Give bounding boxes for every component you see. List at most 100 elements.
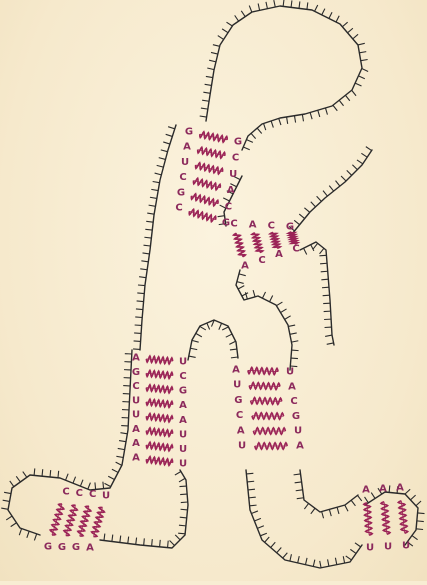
left-foot-base-b: G bbox=[72, 542, 80, 553]
right-foot-loop-backbone-tick bbox=[389, 485, 390, 492]
right-arm-lower-backbone-tick bbox=[327, 343, 334, 344]
right-arm-tip-backbone-tick bbox=[352, 165, 357, 170]
left-foot-base-b: G bbox=[58, 542, 66, 553]
crotch-loop-backbone-tick bbox=[190, 348, 197, 349]
right-body-lower-backbone-tick bbox=[290, 333, 297, 334]
crotch-loop-backbone-tick bbox=[230, 349, 237, 350]
right-body-lower-backbone-tick bbox=[292, 350, 299, 351]
right-arm-lower-backbone-tick bbox=[320, 263, 327, 264]
right-body-lower-backbone-tick bbox=[285, 316, 291, 320]
right-arm-tip-backbone-tick bbox=[361, 153, 367, 157]
left-foot-bottom-backbone-tick bbox=[179, 525, 186, 526]
left-leg-outer-backbone-tick bbox=[108, 476, 114, 479]
right-leg-inner-backbone-tick bbox=[265, 537, 270, 542]
right-body-lower-backbone-tick bbox=[276, 302, 282, 306]
head-loop-backbone-tick bbox=[348, 28, 353, 33]
left-leg-outer-backbone-tick bbox=[4, 492, 11, 493]
right-leg-inner-backbone-tick bbox=[350, 549, 356, 553]
right-leg-outer-backbone-tick bbox=[322, 512, 324, 519]
right-body-lower-backbone bbox=[236, 270, 292, 370]
right-leg-inner-backbone-tick bbox=[335, 558, 336, 565]
right-foot-loop-backbone bbox=[365, 492, 418, 545]
crotch-loop-backbone-tick bbox=[196, 333, 202, 336]
right-arm-lower-backbone-tick bbox=[320, 248, 324, 253]
right-arm-base-a: C bbox=[268, 221, 275, 232]
head-loop-backbone-tick bbox=[202, 100, 209, 101]
right-body-lower-backbone-tick bbox=[237, 282, 244, 284]
left-foot-bottom-backbone-tick bbox=[180, 517, 187, 518]
left-leg-base-b: U bbox=[179, 429, 187, 440]
head-stem-base-a: C bbox=[175, 203, 182, 214]
head-loop-backbone-tick bbox=[213, 45, 220, 47]
left-leg-outer-backbone-tick bbox=[103, 482, 104, 489]
right-leg-inner-backbone-tick bbox=[283, 553, 288, 558]
right-body-lower-backbone-tick bbox=[288, 325, 295, 326]
head-loop-backbone-tick bbox=[207, 68, 214, 70]
left-body-backbone-tick bbox=[136, 309, 143, 310]
left-leg-base-b: A bbox=[179, 415, 187, 426]
head-loop-backbone-tick bbox=[315, 5, 318, 11]
right-arm-lower-backbone-tick bbox=[325, 335, 332, 336]
right-foot-loop-backbone-tick bbox=[418, 513, 425, 514]
right-leg-base-a: A bbox=[232, 365, 240, 376]
head-loop-backbone-tick bbox=[345, 95, 349, 100]
head-loop-backbone-tick bbox=[362, 69, 368, 72]
crotch-loop-backbone-tick bbox=[200, 326, 206, 329]
left-foot-bottom-backbone-tick bbox=[152, 539, 153, 546]
left-foot-bottom-backbone-tick bbox=[170, 541, 175, 546]
head-loop-backbone-tick bbox=[201, 108, 208, 109]
left-body-backbone-tick bbox=[157, 165, 164, 167]
head-loop-backbone-tick bbox=[287, 117, 288, 124]
right-leg-outer-backbone-tick bbox=[295, 482, 302, 483]
right-arm-base-a: A bbox=[249, 220, 257, 231]
left-leg-outer-backbone-tick bbox=[119, 441, 126, 442]
right-leg-inner-backbone-tick bbox=[313, 560, 315, 567]
right-foot-base-a: A bbox=[396, 483, 404, 494]
left-body-backbone-tick bbox=[153, 181, 160, 182]
left-body-backbone-tick bbox=[155, 173, 162, 175]
right-arm-tip-backbone-tick bbox=[336, 181, 340, 186]
head-loop-backbone-tick bbox=[200, 116, 207, 117]
head-loop-backbone-tick bbox=[205, 84, 212, 85]
left-foot-base-b: A bbox=[86, 543, 94, 554]
left-foot-bottom-backbone-tick bbox=[175, 535, 180, 540]
right-arm-tip-backbone-tick bbox=[304, 208, 309, 213]
head-loop-backbone-tick bbox=[342, 22, 347, 27]
left-leg-outer-backbone-tick bbox=[50, 470, 51, 477]
head-loop-backbone-tick bbox=[274, 0, 275, 7]
right-leg-base-a: G bbox=[234, 395, 242, 406]
head-loop-backbone-tick bbox=[209, 60, 216, 62]
left-body-backbone-tick bbox=[140, 269, 147, 270]
right-arm-tip-backbone-tick bbox=[347, 170, 352, 175]
head-loop-backbone-tick bbox=[352, 90, 356, 95]
crotch-loop-backbone-tick bbox=[222, 327, 228, 330]
head-loop-backbone-tick bbox=[246, 140, 252, 143]
right-arm-lower-backbone-tick bbox=[313, 243, 317, 248]
left-leg-base-b: G bbox=[179, 386, 187, 397]
right-leg-outer-backbone-tick bbox=[294, 474, 301, 475]
head-loop-backbone-tick bbox=[249, 6, 252, 13]
crotch-loop-backbone-tick bbox=[189, 356, 196, 357]
right-leg-inner-backbone-tick bbox=[320, 561, 321, 568]
head-loop-backbone-tick bbox=[336, 16, 339, 22]
right-body-lower-backbone-tick bbox=[291, 358, 298, 359]
left-body-backbone-tick bbox=[145, 229, 152, 230]
left-leg-base-a: A bbox=[132, 453, 140, 464]
left-foot-base-a: U bbox=[102, 491, 110, 502]
head-loop-backbone-tick bbox=[299, 1, 300, 8]
head-loop-backbone-tick bbox=[294, 116, 295, 123]
head-loop-backbone-tick bbox=[266, 2, 267, 9]
left-foot-base-b: G bbox=[44, 542, 52, 553]
left-foot-bottom-backbone-tick bbox=[160, 540, 161, 547]
right-leg-inner-backbone-tick bbox=[251, 511, 257, 514]
left-leg-outer-backbone-tick bbox=[6, 516, 12, 520]
right-foot-loop-backbone-tick bbox=[416, 501, 421, 506]
left-foot-bottom-backbone-tick bbox=[104, 534, 105, 541]
right-leg-inner-backbone-tick bbox=[260, 533, 266, 536]
right-arm-base-a: G bbox=[286, 222, 294, 233]
head-loop-backbone-tick bbox=[279, 118, 281, 125]
left-leg-outer-backbone-tick bbox=[3, 500, 10, 501]
left-leg-outer-backbone bbox=[8, 350, 132, 535]
left-leg-base-a: C bbox=[132, 381, 139, 392]
head-loop-backbone-tick bbox=[235, 15, 239, 21]
